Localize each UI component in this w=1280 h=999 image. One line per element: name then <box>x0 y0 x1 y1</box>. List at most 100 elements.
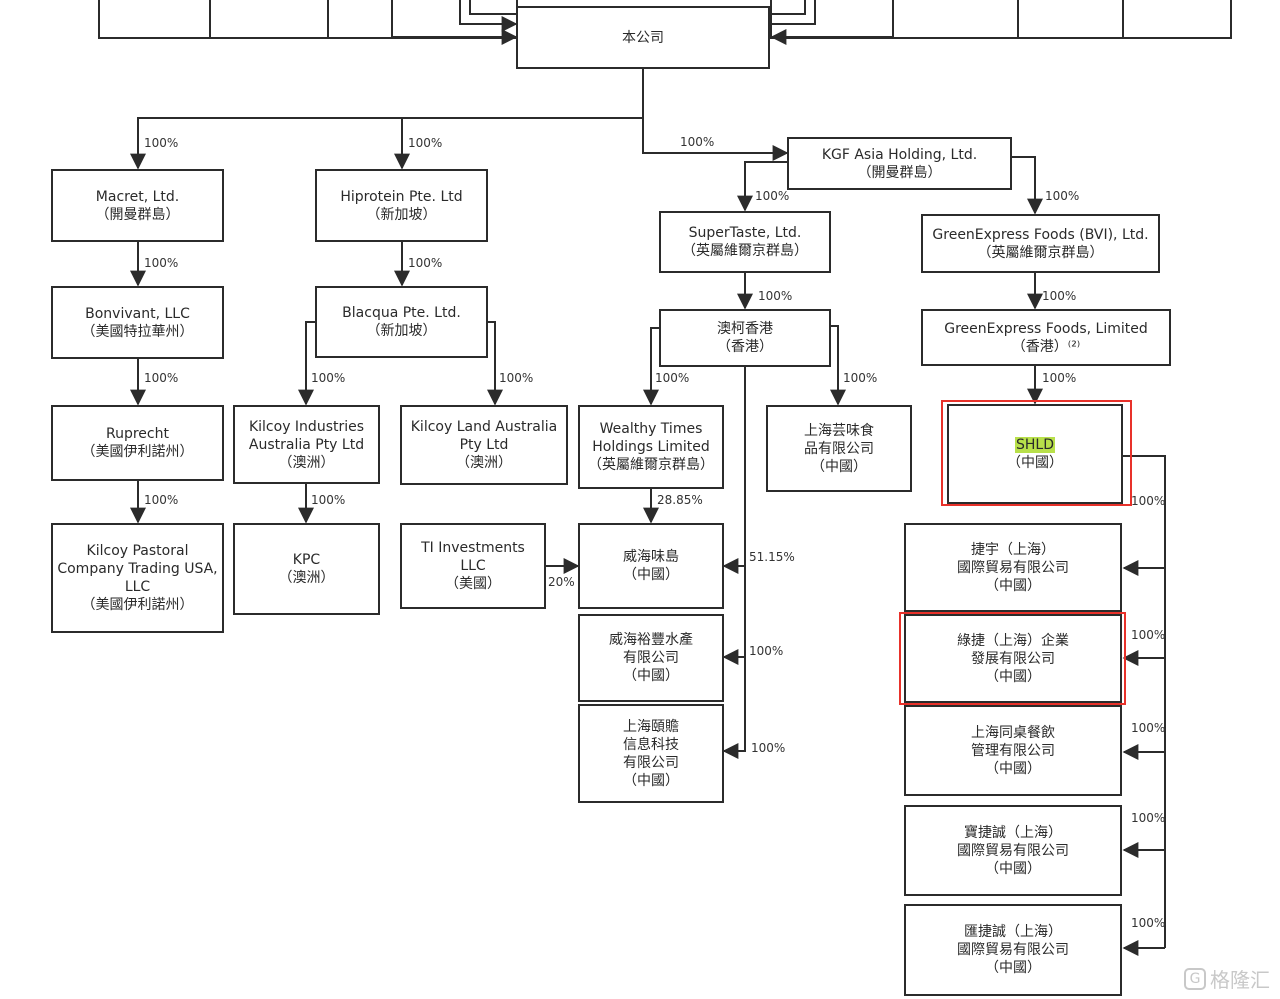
entity-label-line: GreenExpress Foods, Limited <box>944 320 1148 337</box>
pct-blacqua: 100% <box>408 256 443 270</box>
entity-label-line: 國際貿易有限公司 <box>957 842 1069 859</box>
pct-shld: 100% <box>1042 371 1077 385</box>
pct-weihai-yufeng: 100% <box>749 644 784 658</box>
entity-huijiecheng: 匯捷誠（上海）國際貿易有限公司（中國） <box>904 904 1122 996</box>
pct-huijiecheng: 100% <box>1131 916 1166 930</box>
entity-label-line: 寶捷誠（上海） <box>964 824 1062 841</box>
entity-weihai-weidao: 威海味島（中國） <box>578 523 724 609</box>
entity-label-line: （美國伊利諾州） <box>81 444 194 460</box>
entity-label-line: 國際貿易有限公司 <box>957 559 1069 576</box>
entity-label-line: LLC <box>124 579 151 595</box>
entity-label-line: （新加坡） <box>366 206 437 223</box>
entity-label-line: （美國） <box>445 576 501 592</box>
entity-label-line: KPC <box>292 552 321 568</box>
entity-label-line: GreenExpress Foods (BVI), Ltd. <box>932 226 1149 243</box>
entity-macret: Macret, Ltd.（開曼群島） <box>51 169 224 242</box>
pct-kilcoy-industries: 100% <box>311 371 346 385</box>
pct-wealthy-times: 100% <box>655 371 690 385</box>
entity-weihai-yufeng: 威海裕豐水產有限公司 （中國） <box>578 614 724 702</box>
entity-label-line: （中國） <box>623 668 679 684</box>
pct-lvjie: 100% <box>1131 628 1166 642</box>
pct-shanghai-yunwei: 100% <box>843 371 878 385</box>
pct-greenexpress-bvi: 100% <box>1045 189 1080 203</box>
watermark-text: 格隆汇 <box>1210 968 1270 992</box>
entity-label-line: 有限公司 <box>623 650 679 666</box>
entity-label-line: （英屬維爾京群島） <box>977 244 1104 261</box>
entity-label-line: 上海芸味食 <box>804 422 874 439</box>
entity-lvjie-shanghai: 綠捷（上海）企業發展有限公司（中國） <box>904 614 1122 703</box>
entity-label-line: （中國） <box>985 668 1041 685</box>
pct-macret: 100% <box>144 136 179 150</box>
highlight-box-shld <box>941 400 1132 506</box>
entity-label-line: Hiprotein Pte. Ltd <box>340 188 463 205</box>
entity-hiprotein: Hiprotein Pte. Ltd（新加坡） <box>315 169 488 242</box>
entity-label-line: （英屬維爾京群島） <box>588 457 714 473</box>
entity-label-line: Kilcoy Land Australia <box>410 419 558 435</box>
entity-baojiecheng: 寶捷誠（上海）國際貿易有限公司（中國） <box>904 805 1122 896</box>
entity-bonvivant: Bonvivant, LLC（美國特拉華州） <box>51 286 224 359</box>
watermark: G 格隆汇 <box>1184 964 1270 993</box>
entity-label-line: Kilcoy Industries <box>248 418 365 435</box>
pct-kilcoy-pastoral: 100% <box>144 493 179 507</box>
entity-label-line: 有限公司 <box>623 754 679 771</box>
entity-label-line: 捷宇（上海） <box>971 541 1055 558</box>
pct-bonvivant: 100% <box>144 256 179 270</box>
entity-label-line: Bonvivant, LLC <box>85 305 190 322</box>
entity-label-line: （開曼群島） <box>95 206 180 223</box>
entity-label-line: Company Trading USA, <box>57 561 218 577</box>
entity-label-line: Australia Pty Ltd <box>248 436 365 453</box>
entity-label-line: （澳洲） <box>278 454 335 471</box>
entity-label-line: TI Investments <box>421 540 525 556</box>
pct-jieyu: 100% <box>1131 494 1166 508</box>
pct-supertaste: 100% <box>755 189 790 203</box>
entity-greenexpress-bvi: GreenExpress Foods (BVI), Ltd.（英屬維爾京群島） <box>921 214 1160 273</box>
entity-label-line: KGF Asia Holding, Ltd. <box>821 146 978 163</box>
entity-label-line: Ruprecht <box>106 426 169 442</box>
entity-label-line: 綠捷（上海）企業 <box>957 632 1069 649</box>
entity-label-line: 上海同桌餐飲 <box>971 724 1055 741</box>
entity-label-line: LLC <box>460 558 486 574</box>
entity-shld: SHLD（中國） <box>947 404 1123 504</box>
entity-label-line: Macret, Ltd. <box>95 188 180 205</box>
entity-label-line: （澳洲） <box>456 455 512 471</box>
entity-ruprecht: Ruprecht （美國伊利諾州） <box>51 405 224 481</box>
pct-weihai-from-aoke: 51.15% <box>749 550 795 564</box>
entity-label-line: 威海裕豐水產 <box>609 632 693 648</box>
pct-kgf: 100% <box>680 135 715 149</box>
top-left-entities-row <box>98 0 518 39</box>
pct-ruprecht: 100% <box>144 371 179 385</box>
entity-label-line: （香港）⁽²⁾ <box>1011 338 1081 355</box>
pct-kpc: 100% <box>311 493 346 507</box>
entity-label-line: SuperTaste, Ltd. <box>688 225 802 241</box>
entity-label-line: （澳洲） <box>278 570 335 586</box>
entity-label-line: 本公司 <box>622 29 664 46</box>
entity-label-line: （新加坡） <box>366 323 437 339</box>
entity-label-line: 澳柯香港 <box>717 321 773 337</box>
pct-weihai-from-wealthy: 28.85% <box>657 493 703 507</box>
entity-label-line: SHLD <box>1015 437 1055 453</box>
entity-label-line: （中國） <box>985 760 1041 777</box>
entity-blacqua: Blacqua Pte. Ltd. （新加坡） <box>315 286 488 358</box>
entity-supertaste: SuperTaste, Ltd.（英屬維爾京群島） <box>659 211 831 273</box>
entity-shanghai-yunwei: 上海芸味食品有限公司（中國） <box>766 405 912 492</box>
entity-company: 本公司 <box>516 6 770 69</box>
entity-label-line: Kilcoy Pastoral <box>86 543 189 559</box>
entity-label-line: 國際貿易有限公司 <box>957 942 1069 958</box>
entity-label-line: Blacqua Pte. Ltd. <box>342 305 461 321</box>
entity-greenexpress-hk: GreenExpress Foods, Limited（香港）⁽²⁾ <box>921 309 1171 366</box>
entity-label-line: 上海頤贍 <box>623 718 679 735</box>
entity-label-line: 管理有限公司 <box>971 742 1055 759</box>
entity-kpc: KPC （澳洲） <box>233 523 380 615</box>
entity-label-line: 匯捷誠（上海） <box>964 924 1062 940</box>
entity-kgf-asia-holding: KGF Asia Holding, Ltd.（開曼群島） <box>787 137 1012 190</box>
entity-label-line: （中國） <box>623 567 679 583</box>
entity-label-line: （香港） <box>717 339 773 355</box>
pct-greenexpress-hk: 100% <box>1042 289 1077 303</box>
entity-label-line: Wealthy Times <box>599 421 703 437</box>
entity-label-line: （中國） <box>811 458 867 475</box>
